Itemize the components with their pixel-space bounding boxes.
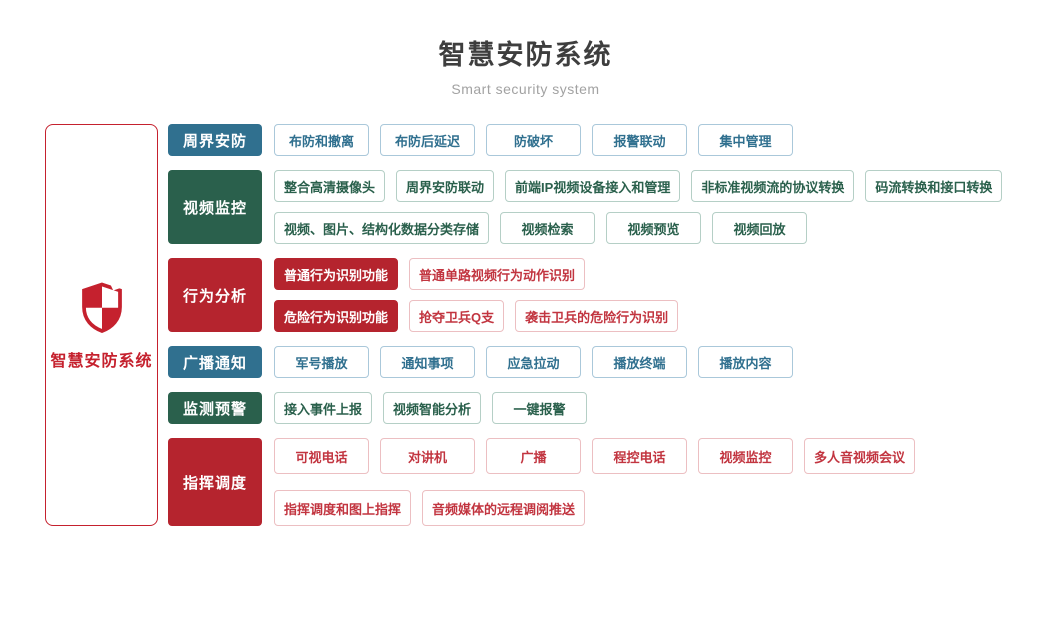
root-node-label: 智慧安防系统 bbox=[50, 352, 153, 370]
group-rows: 军号播放通知事项应急拉动播放终端播放内容 bbox=[274, 346, 793, 378]
chip-row: 指挥调度和图上指挥音频媒体的远程调阅推送 bbox=[274, 490, 915, 526]
page: 智慧安防系统 Smart security system 智慧安防系统 bbox=[0, 0, 1051, 526]
feature-chip: 程控电话 bbox=[592, 438, 687, 474]
feature-chip: 视频监控 bbox=[698, 438, 793, 474]
chip-row: 军号播放通知事项应急拉动播放终端播放内容 bbox=[274, 346, 793, 378]
group-broadcast-notification: 广播通知军号播放通知事项应急拉动播放终端播放内容 bbox=[168, 346, 1002, 378]
group-rows: 整合高清摄像头周界安防联动前端IP视频设备接入和管理非标准视频流的协议转换码流转… bbox=[274, 170, 1003, 244]
feature-chip: 视频、图片、结构化数据分类存储 bbox=[274, 212, 490, 244]
feature-chip: 周界安防联动 bbox=[396, 170, 495, 202]
chip-row: 接入事件上报视频智能分析一键报警 bbox=[274, 392, 588, 424]
root-node: 智慧安防系统 bbox=[45, 124, 158, 526]
group-perimeter-security: 周界安防布防和撤离布防后延迟防破坏报警联动集中管理 bbox=[168, 124, 1002, 156]
feature-chip: 码流转换和接口转换 bbox=[865, 170, 1003, 202]
category-chip-perimeter-security: 周界安防 bbox=[168, 124, 262, 156]
feature-chip: 报警联动 bbox=[592, 124, 687, 156]
chip-row: 危险行为识别功能抢夺卫兵Q支袭击卫兵的危险行为识别 bbox=[274, 300, 679, 332]
header: 智慧安防系统 Smart security system bbox=[0, 0, 1051, 97]
feature-chip: 视频回放 bbox=[712, 212, 808, 244]
feature-chip: 视频预览 bbox=[606, 212, 702, 244]
feature-chip: 布防和撤离 bbox=[274, 124, 369, 156]
feature-chip: 音频媒体的远程调阅推送 bbox=[422, 490, 586, 526]
group-behavior-analysis: 行为分析普通行为识别功能普通单路视频行为动作识别危险行为识别功能抢夺卫兵Q支袭击… bbox=[168, 258, 1002, 332]
feature-chip: 袭击卫兵的危险行为识别 bbox=[515, 300, 679, 332]
feature-chip: 接入事件上报 bbox=[274, 392, 373, 424]
feature-chip: 多人音视频会议 bbox=[804, 438, 916, 474]
group-rows: 接入事件上报视频智能分析一键报警 bbox=[274, 392, 588, 424]
group-monitoring-warning: 监测预警接入事件上报视频智能分析一键报警 bbox=[168, 392, 1002, 424]
feature-chip: 播放终端 bbox=[592, 346, 687, 378]
feature-chip: 前端IP视频设备接入和管理 bbox=[505, 170, 681, 202]
category-chip-broadcast-notification: 广播通知 bbox=[168, 346, 262, 378]
feature-chip: 布防后延迟 bbox=[380, 124, 475, 156]
shield-icon bbox=[81, 279, 126, 333]
feature-chip: 可视电话 bbox=[274, 438, 369, 474]
category-chip-monitoring-warning: 监测预警 bbox=[168, 392, 262, 424]
chip-row: 整合高清摄像头周界安防联动前端IP视频设备接入和管理非标准视频流的协议转换码流转… bbox=[274, 170, 1003, 202]
chip-row: 布防和撤离布防后延迟防破坏报警联动集中管理 bbox=[274, 124, 793, 156]
category-chip-video-monitoring: 视频监控 bbox=[168, 170, 262, 244]
feature-chip: 播放内容 bbox=[698, 346, 793, 378]
chip-row: 普通行为识别功能普通单路视频行为动作识别 bbox=[274, 258, 678, 290]
feature-chip: 抢夺卫兵Q支 bbox=[409, 300, 505, 332]
feature-chip: 广播 bbox=[486, 438, 581, 474]
feature-chip: 危险行为识别功能 bbox=[274, 300, 399, 332]
page-title: 智慧安防系统 bbox=[438, 40, 613, 70]
feature-chip: 视频智能分析 bbox=[383, 392, 482, 424]
feature-chip: 通知事项 bbox=[380, 346, 475, 378]
group-rows: 布防和撤离布防后延迟防破坏报警联动集中管理 bbox=[274, 124, 793, 156]
feature-chip: 非标准视频流的协议转换 bbox=[691, 170, 855, 202]
group-rows: 可视电话对讲机广播程控电话视频监控多人音视频会议指挥调度和图上指挥音频媒体的远程… bbox=[274, 438, 916, 526]
feature-chip: 视频检索 bbox=[500, 212, 596, 244]
feature-chip: 对讲机 bbox=[380, 438, 475, 474]
feature-chip: 指挥调度和图上指挥 bbox=[274, 490, 412, 526]
feature-chip: 应急拉动 bbox=[486, 346, 581, 378]
feature-chip: 整合高清摄像头 bbox=[274, 170, 386, 202]
groups-column: 周界安防布防和撤离布防后延迟防破坏报警联动集中管理视频监控整合高清摄像头周界安防… bbox=[168, 124, 1003, 526]
feature-chip: 防破坏 bbox=[486, 124, 581, 156]
feature-chip: 普通单路视频行为动作识别 bbox=[409, 258, 586, 290]
diagram: 智慧安防系统 周界安防布防和撤离布防后延迟防破坏报警联动集中管理视频监控整合高清… bbox=[45, 124, 1051, 526]
group-command-dispatch: 指挥调度可视电话对讲机广播程控电话视频监控多人音视频会议指挥调度和图上指挥音频媒… bbox=[168, 438, 1002, 526]
chip-row: 可视电话对讲机广播程控电话视频监控多人音视频会议 bbox=[274, 438, 916, 474]
page-subtitle: Smart security system bbox=[451, 81, 600, 97]
feature-chip: 一键报警 bbox=[492, 392, 588, 424]
group-rows: 普通行为识别功能普通单路视频行为动作识别危险行为识别功能抢夺卫兵Q支袭击卫兵的危… bbox=[274, 258, 679, 332]
group-video-monitoring: 视频监控整合高清摄像头周界安防联动前端IP视频设备接入和管理非标准视频流的协议转… bbox=[168, 170, 1003, 244]
category-chip-command-dispatch: 指挥调度 bbox=[168, 438, 262, 526]
category-chip-behavior-analysis: 行为分析 bbox=[168, 258, 262, 332]
feature-chip: 集中管理 bbox=[698, 124, 793, 156]
chip-row: 视频、图片、结构化数据分类存储视频检索视频预览视频回放 bbox=[274, 212, 1002, 244]
feature-chip: 军号播放 bbox=[274, 346, 369, 378]
feature-chip: 普通行为识别功能 bbox=[274, 258, 399, 290]
